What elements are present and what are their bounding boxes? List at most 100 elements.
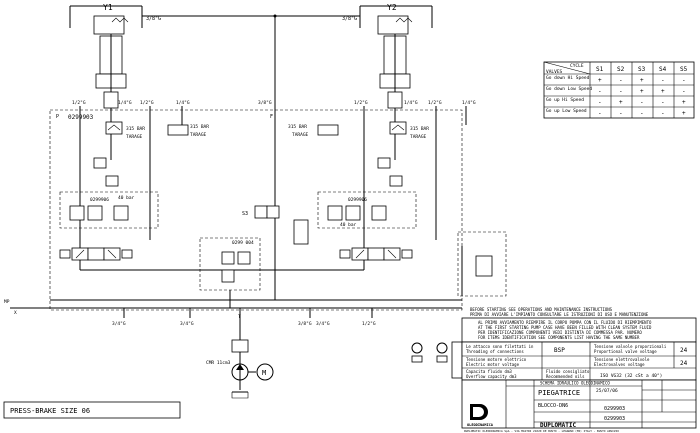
port-label: 1/2"G [72, 100, 86, 106]
port-label: 3/8"G [298, 321, 312, 327]
table-header-valves: VALVES [546, 69, 563, 75]
port-label: 1/4"G [118, 100, 132, 106]
spec-table: Le attacco sono filettati in Threading o… [461, 341, 697, 381]
footer-note: DUPLOMATIC OLEODINAMICA SpA - VIA MASTRI… [464, 429, 619, 433]
table-row-label: Go down Low Speed [546, 86, 592, 92]
spec-label: Electric motor voltage [466, 362, 520, 367]
table-cell: - [598, 110, 602, 117]
drawing-caption: PRESS-BRAKE SIZE 06 [10, 407, 90, 415]
valve-label: S3 [242, 211, 248, 217]
cylinder-y1: Y1 3/8"G [69, 3, 161, 110]
note-line: AL PRIMO AVVIAMENTO RIEMPIRE IL CORPO PO… [478, 320, 652, 325]
table-row-label: Go up Hi Speed [546, 97, 584, 103]
spec-label: Electrovalves voltage [594, 362, 645, 367]
spec-label: Le attacco sono filettati in [466, 344, 534, 349]
table-cell: - [640, 110, 644, 117]
port-label: 1/2"G [428, 100, 442, 106]
spec-value: ISO VG32 (32 cSt a 40°) [600, 373, 662, 379]
spec-label: Tensione valvole proporzionali [594, 344, 667, 349]
y1-port: 3/8"G [146, 16, 161, 22]
relief-tarage: TARAGE [410, 134, 427, 140]
pump-motor-unit: CMR 11cm3 M [206, 308, 274, 399]
motor-label: M [262, 369, 266, 377]
table-cell: + [661, 88, 665, 95]
table-cell: - [661, 110, 665, 117]
relief-setting: 315 BAR [126, 126, 145, 132]
spec-label: Tensione motore elettrico [466, 357, 527, 362]
relief-tarage: TARAGE [190, 132, 207, 138]
spec-label: Overflow capacity dm3 [466, 374, 517, 379]
port-label: F [270, 114, 273, 120]
relief-tarage: TARAGE [126, 134, 143, 140]
spec-value: 24 [680, 347, 688, 354]
table-cell: - [598, 99, 602, 106]
company-sub: OLEODINAMICA [467, 423, 494, 427]
table-row-label: Go down Hi Speed [546, 75, 590, 81]
y2-port: 3/8"G [342, 16, 357, 22]
filler-breather-icons [411, 341, 463, 379]
table-cell: - [682, 77, 686, 84]
cycle-table: CYCLE VALVES S1 S2 S3 S4 S5 Go down Hi S… [543, 61, 695, 119]
operating-notes: BEFORE STARTING SEE OPERATIONS AND MAINT… [461, 307, 697, 343]
table-cell: + [682, 110, 686, 117]
accumulator-circuit [457, 231, 507, 297]
port-label: 1/4"G [462, 100, 476, 106]
table-cell: + [619, 99, 623, 106]
drawing-date: 25/07/06 [596, 388, 618, 394]
module-pressure: 40 bar [340, 222, 357, 228]
port-label: 3/4"G [112, 321, 126, 327]
center-module: 0299 004 [199, 237, 261, 308]
table-cell: - [619, 88, 623, 95]
table-cell: - [682, 88, 686, 95]
spec-label: Proportional valve voltage [594, 349, 657, 354]
note-line: PER IDENTIFICAZIONE COMPONENTI VEDI DIST… [478, 330, 642, 335]
block-code: 0299903 [68, 114, 94, 121]
spec-value: 24 [680, 360, 688, 367]
note-line: PRIMA DI AVVIARE L'IMPIANTO CONSULTARE L… [470, 312, 649, 317]
title-block: SCHEMA IDRAULICO OLEODINAMICO PIEGATRICE… [461, 379, 697, 433]
table-header: S5 [680, 66, 688, 73]
table-cell: + [640, 77, 644, 84]
table-cell: + [640, 88, 644, 95]
pump-label: CMR 11cm3 [206, 360, 231, 366]
port-label: 1/2"G [354, 100, 368, 106]
table-header: S3 [638, 66, 646, 73]
port-label: 3/4"G [180, 321, 194, 327]
port-label: MP [4, 299, 10, 305]
caption-box: PRESS-BRAKE SIZE 06 [3, 401, 181, 419]
spec-label: Recommended oils [546, 374, 585, 379]
relief-setting: 315 BAR [410, 126, 429, 132]
port-label: 3/4"G [316, 321, 330, 327]
spec-label: Fluido consigliato [546, 369, 590, 374]
port-label: 3/8"G [258, 100, 272, 106]
relief-setting: 315 BAR [288, 124, 307, 130]
company-name: DUPLOMATIC [540, 422, 577, 429]
schema-label: SCHEMA IDRAULICO OLEODINAMICO [540, 381, 610, 386]
module-code: 0299906 [348, 197, 367, 203]
table-cell: - [661, 99, 665, 106]
table-header-cycle: CYCLE [570, 63, 584, 69]
right-valve-module: 0299906 40 bar [317, 191, 417, 261]
spec-label: Tensione elettrovalvole [594, 357, 650, 362]
spec-value: BSP [554, 347, 565, 354]
port-label: 1/2"G [140, 100, 154, 106]
table-header: S4 [659, 66, 667, 73]
center-valve-s3: S3 [242, 205, 309, 245]
table-header: S2 [617, 66, 625, 73]
table-cell: - [661, 77, 665, 84]
drawing-code: 0299903 [604, 416, 625, 422]
product-title: PIEGATRICE [538, 389, 580, 397]
cylinder-y2: Y2 3/8"G [342, 3, 433, 110]
left-valve-module: 0299906 40 bar [59, 191, 159, 261]
cylinder-y1-label: Y1 [103, 3, 113, 12]
note-line: FOR ITEMS IDENTIFICATION SEE COMPONENTS … [478, 335, 640, 340]
port-label: 1/2"G [362, 321, 376, 327]
table-cell: - [598, 88, 602, 95]
note-line: AT THE FIRST STARTING PUMP CASE HAVE BEE… [478, 325, 652, 330]
table-cell: - [619, 77, 623, 84]
left-relief-valve: 315 BAR TARAGE 315 BAR TARAGE [105, 121, 209, 140]
table-cell: - [619, 110, 623, 117]
relief-setting: 315 BAR [190, 124, 209, 130]
